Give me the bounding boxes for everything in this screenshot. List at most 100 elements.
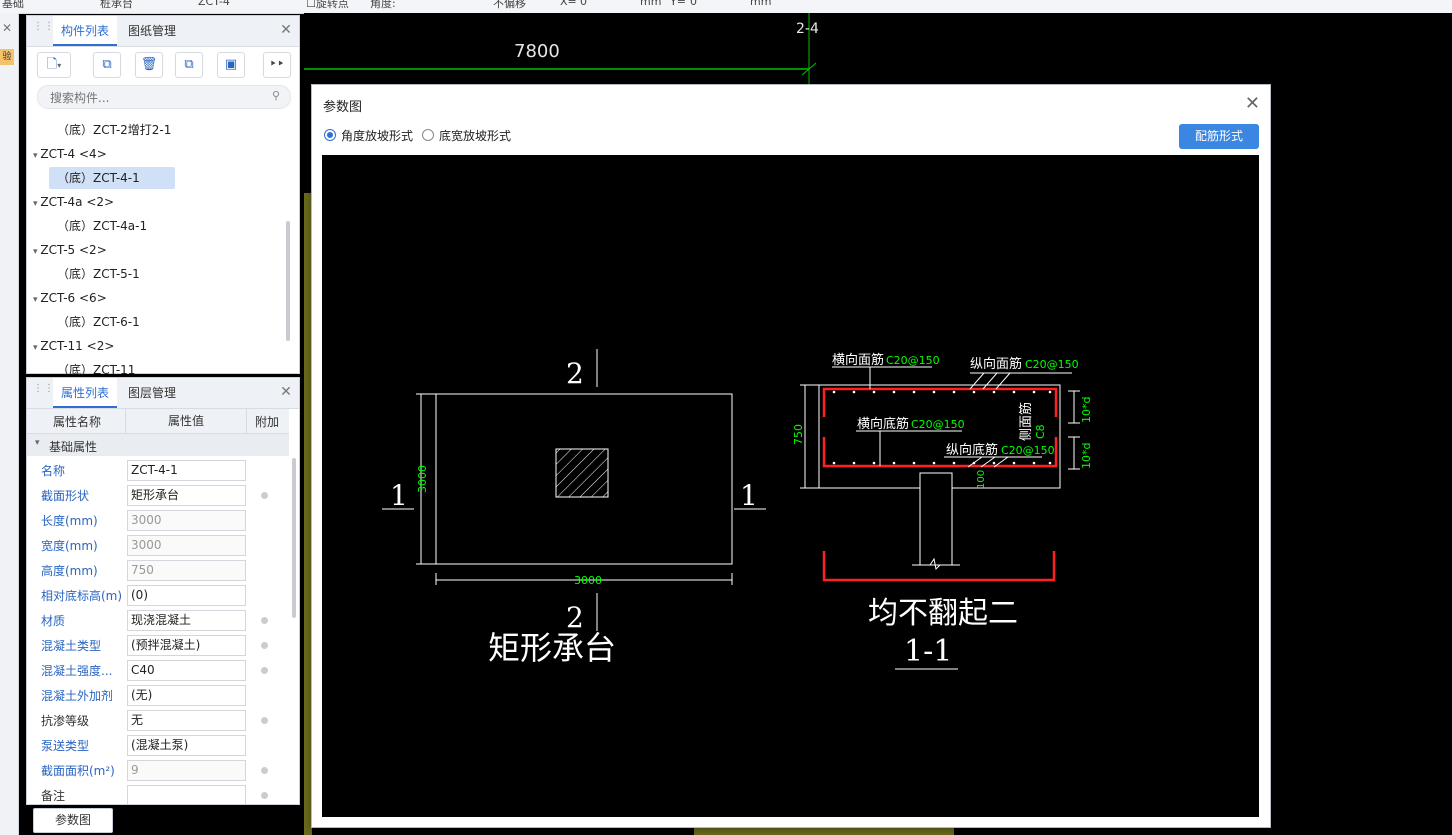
extract-button[interactable]: ▣ (217, 52, 245, 78)
tree-item-label: （底）ZCT-5-1 (57, 267, 140, 281)
toolbar-text: 基础 (2, 0, 24, 10)
attach-dot-icon[interactable] (261, 617, 268, 624)
tree-item[interactable]: （底）ZCT-6-1 (49, 311, 140, 333)
tree-item-label: ZCT-11 <2> (40, 339, 115, 353)
attach-dot-icon[interactable] (261, 642, 268, 649)
unit-label: mm (640, 0, 662, 8)
radio-label: 角度放坡形式 (341, 129, 414, 143)
property-value-field[interactable]: 矩形承台 (127, 485, 246, 506)
header-prop-extra: 附加 (255, 415, 280, 429)
tree-group[interactable]: ▾ ZCT-5 <2> (33, 239, 107, 261)
side-tag[interactable]: 验 (0, 49, 14, 65)
property-value-field[interactable]: (0) (127, 585, 246, 606)
tree-group[interactable]: ▾ ZCT-4 <4> (33, 143, 107, 165)
plan-section-mark-bottom: 2 (566, 601, 584, 634)
tree-item[interactable]: （底）ZCT-4-1 (49, 167, 175, 189)
x-input[interactable]: 0 (580, 0, 587, 8)
tab-component-list[interactable]: 构件列表 (53, 16, 118, 46)
property-value-field[interactable]: (混凝土泵) (127, 735, 246, 756)
property-name: 截面面积(m²) (41, 764, 115, 778)
attach-dot-icon[interactable] (261, 767, 268, 774)
close-icon[interactable]: ✕ (280, 384, 292, 400)
radio-label: 底宽放坡形式 (439, 129, 512, 143)
tab-layer-manage[interactable]: 图层管理 (128, 386, 177, 400)
radio-dot[interactable] (422, 129, 434, 141)
tree-item[interactable]: （底）ZCT-5-1 (49, 263, 140, 285)
param-diagram-button[interactable]: 参数图 (33, 808, 113, 833)
property-name: 高度(mm) (41, 564, 98, 578)
delete-button[interactable]: 🗑 (135, 52, 163, 78)
rotate-point-checkbox[interactable]: ☐旋转点 (306, 0, 349, 10)
property-group-row[interactable]: ▾ 基础属性 (27, 434, 289, 456)
property-value-field[interactable]: 现浇混凝土 (127, 610, 246, 631)
property-row: 备注 (27, 783, 289, 804)
section-dim-anchor2: 10*d (1080, 443, 1093, 469)
tab-property-list[interactable]: 属性列表 (53, 378, 118, 408)
property-group-label: 基础属性 (49, 440, 98, 454)
drawing-canvas: 2 2 1 1 3000 3000 矩形承台 (322, 155, 1259, 817)
attach-dot-icon[interactable] (261, 717, 268, 724)
property-row: 混凝土外加剂 (无) (27, 683, 289, 708)
property-value-field[interactable]: (无) (127, 685, 246, 706)
property-name: 混凝土外加剂 (41, 689, 114, 703)
attach-dot-icon[interactable] (261, 492, 268, 499)
search-icon: ⚲ (271, 89, 280, 102)
property-scrollbar[interactable] (292, 458, 296, 618)
label-top-trans: 横向面筋 (832, 352, 884, 368)
attach-dot-icon[interactable] (261, 792, 268, 799)
close-icon[interactable]: ✕ (2, 21, 13, 35)
property-name: 混凝土类型 (41, 639, 102, 653)
chevron-down-icon[interactable]: ▾ (33, 247, 41, 257)
left-side-strip: ✕ 验 (0, 13, 19, 835)
double-chevron-right-icon: ‣‣ (269, 57, 285, 72)
tree-group[interactable]: ▾ ZCT-4a <2> (33, 191, 114, 213)
plan-caption: 矩形承台 (488, 629, 616, 667)
new-component-button[interactable]: 🗋▾ (37, 52, 71, 78)
close-icon[interactable]: ✕ (1244, 93, 1260, 114)
property-value-field: 3000 (127, 535, 246, 556)
tab-drawing-manage[interactable]: 图纸管理 (128, 24, 177, 38)
property-value-field[interactable]: 无 (127, 710, 246, 731)
tree-item-label: ZCT-6 <6> (40, 291, 107, 305)
chevron-down-icon[interactable]: ▾ (33, 151, 41, 161)
property-name: 抗渗等级 (41, 714, 90, 728)
value-top-long: C20@150 (1025, 358, 1079, 371)
property-value-field[interactable]: (预拌混凝土) (127, 635, 246, 656)
tree-scrollbar[interactable] (286, 221, 290, 341)
y-input[interactable]: 0 (690, 0, 697, 8)
component-search[interactable]: ⚲ (37, 85, 291, 109)
copy-icon: ⧉ (102, 57, 112, 72)
layers-icon: ⧉ (184, 57, 194, 72)
close-icon[interactable]: ✕ (280, 22, 292, 38)
chevron-down-icon[interactable]: ▾ (33, 295, 41, 305)
search-input[interactable] (48, 88, 252, 108)
property-name: 相对底标高(m) (41, 589, 123, 603)
tree-item-label: ZCT-4a <2> (40, 195, 115, 209)
drag-handle-icon[interactable]: ⋮⋮ (33, 21, 55, 32)
plan-column (555, 448, 609, 498)
property-row: 截面形状矩形承台 (27, 483, 289, 508)
layer-copy-button[interactable]: ⧉ (175, 52, 203, 78)
tree-group[interactable]: ▾ ZCT-6 <6> (33, 287, 107, 309)
tree-item[interactable]: （底）ZCT-2增打2-1 (49, 119, 171, 141)
attach-dot-icon[interactable] (261, 667, 268, 674)
property-value-field[interactable]: ZCT-4-1 (127, 460, 246, 481)
plan-section-mark-top: 2 (566, 357, 584, 390)
chevron-down-icon[interactable]: ▾ (33, 343, 41, 353)
property-value-field[interactable]: C40 (127, 660, 246, 681)
more-button[interactable]: ‣‣ (263, 52, 291, 78)
copy-button[interactable]: ⧉ (93, 52, 121, 78)
component-tabbar: ⋮⋮ 构件列表 图纸管理 ✕ (27, 16, 299, 47)
property-header-row: 属性名称 属性值 附加 (27, 409, 289, 434)
drag-handle-icon[interactable]: ⋮⋮ (33, 383, 55, 394)
property-value-field: 3000 (127, 510, 246, 531)
tree-item[interactable]: （底）ZCT-4a-1 (49, 215, 147, 237)
rebar-config-button[interactable]: 配筋形式 (1179, 124, 1259, 149)
tree-group[interactable]: ▾ ZCT-11 <2> (33, 335, 114, 357)
radio-dot[interactable] (324, 129, 336, 141)
offset-select[interactable]: 不偏移 (493, 0, 526, 10)
tree-item[interactable]: （底）ZCT-11 (49, 359, 135, 381)
property-value-field[interactable] (127, 785, 246, 804)
cad-fill-strip (304, 193, 312, 835)
chevron-down-icon[interactable]: ▾ (33, 199, 41, 209)
